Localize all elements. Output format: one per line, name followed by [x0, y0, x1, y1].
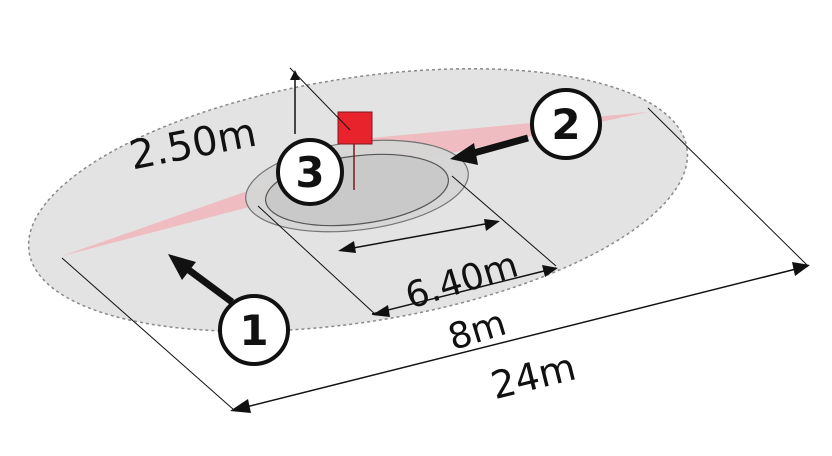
callout-2-number: 2: [551, 100, 580, 149]
outer-extension-right: [647, 107, 809, 267]
inner-diameter-dimension: [341, 221, 497, 251]
outer-diameter-label: 24m: [487, 345, 580, 408]
sensor-head: [337, 111, 373, 145]
callout-2-arrowhead: [450, 143, 478, 165]
extension-line-left: [257, 205, 377, 316]
outer-extension-left: [61, 257, 235, 411]
outer-dim-arrow-left: [230, 399, 251, 413]
callout-1-number: 1: [239, 306, 268, 355]
mid-diameter-label: 8m: [443, 303, 510, 359]
mid-dim-arrow-left: [372, 305, 390, 317]
callout-3-number: 3: [295, 148, 324, 197]
callout-1-arrowhead: [168, 254, 196, 280]
inner-dim-arrow-right: [484, 219, 500, 231]
mid-dim-arrow-right: [542, 265, 558, 277]
height-extension-line: [289, 67, 351, 131]
callout-3-badge: [276, 138, 344, 206]
extension-line-right: [451, 175, 557, 267]
mid-diameter-dimension: [371, 267, 557, 315]
inner-dim-arrow-left: [338, 241, 356, 253]
outer-dim-arrow-right: [792, 262, 810, 276]
outer-diameter-dimension: [233, 265, 809, 411]
callout-1-badge: [218, 294, 290, 366]
callout-2-arrow: [469, 134, 529, 158]
callout-2-badge: [530, 88, 602, 160]
